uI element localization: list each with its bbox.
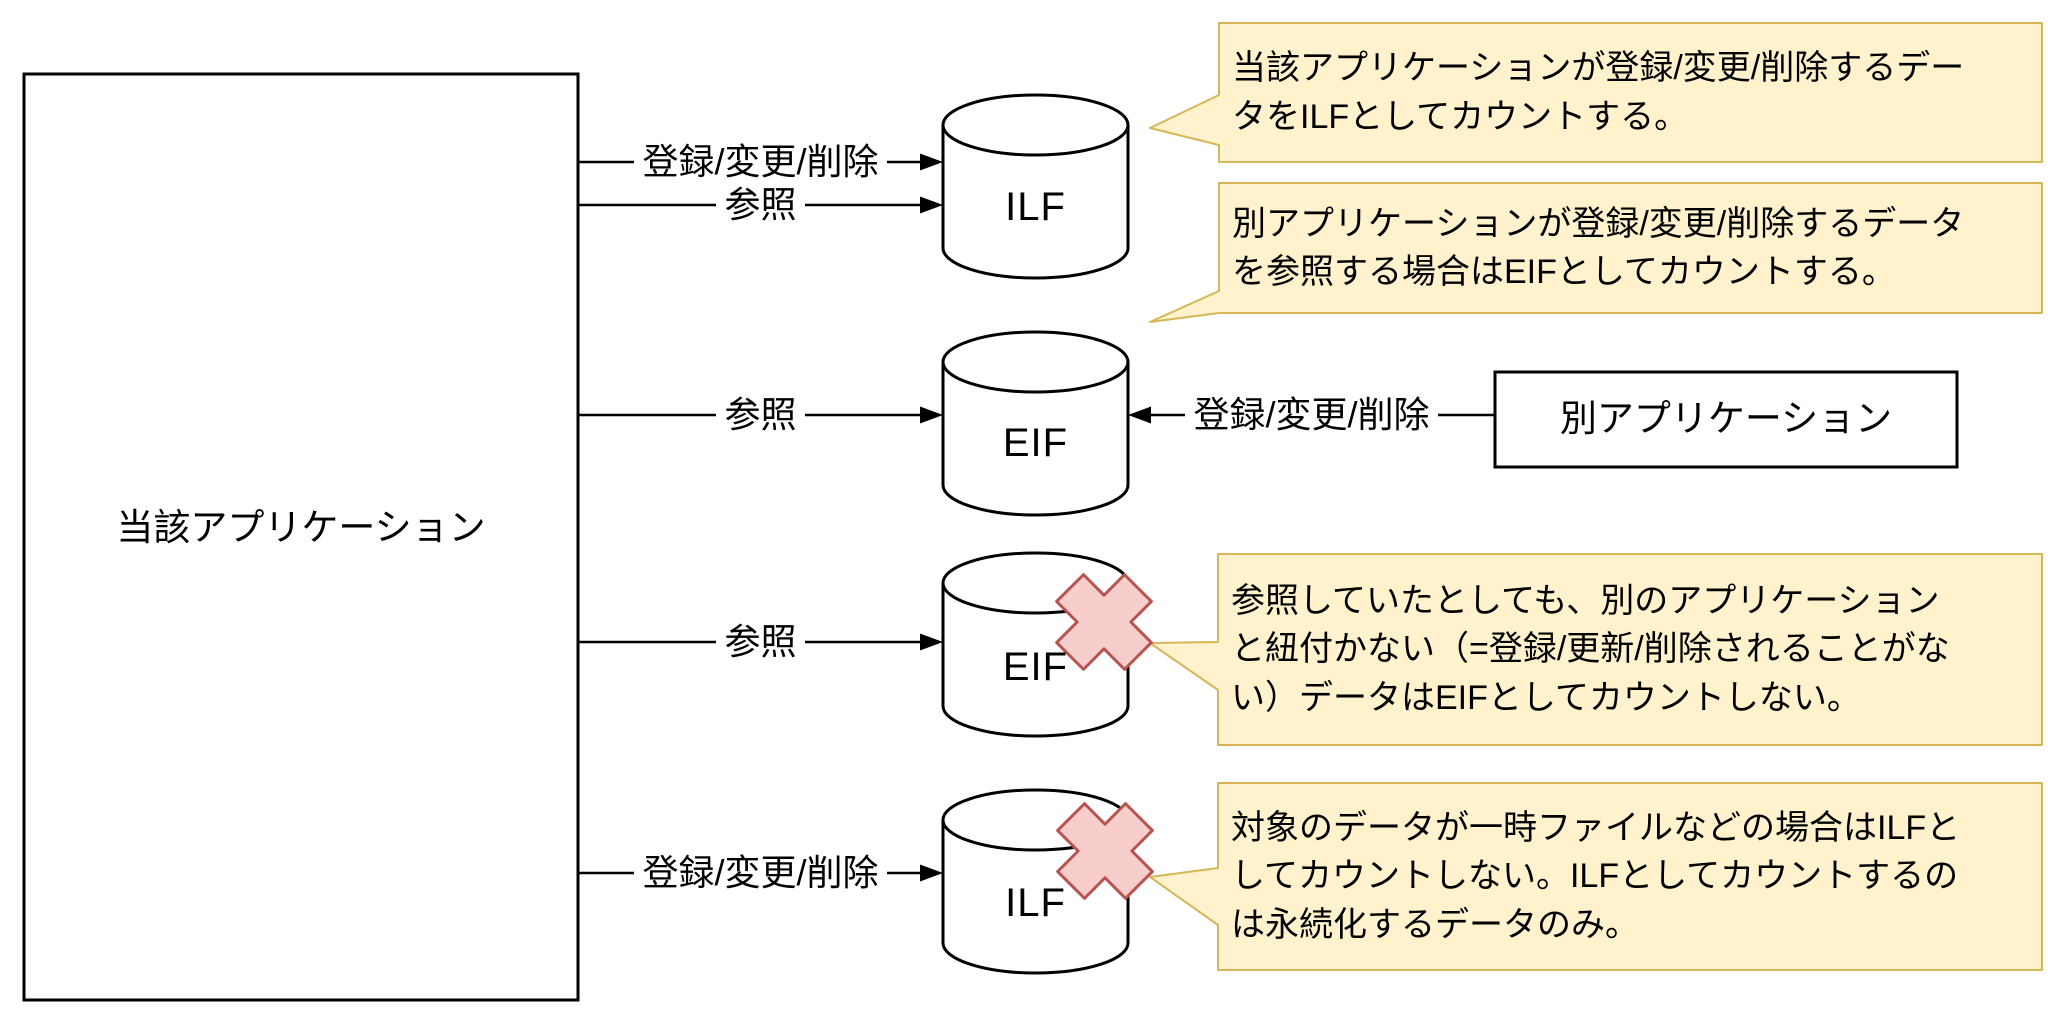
main-app-box [22, 72, 580, 1002]
callout-1-bubble [1149, 22, 2043, 163]
callout-3-bubble [1149, 553, 2043, 746]
datastore-label-eif-1: EIF [1002, 420, 1069, 465]
other-app-box [1493, 370, 1959, 469]
datastore-label-ilf-2: ILF [1005, 880, 1066, 925]
datastore-label-ilf-1: ILF [1005, 184, 1066, 229]
x-mark-icon [1055, 573, 1153, 671]
other-app-label: 別アプリケーション [1559, 398, 1893, 440]
callout-4-text: 対象のデータが一時ファイルなどの場合はILFと してカウントしない。ILFとして… [1231, 809, 1961, 944]
callout-2-bubble [1149, 182, 2043, 323]
edge-label-row1-register: 登録/変更/削除 [578, 140, 943, 184]
edge-label-row2-register: 登録/変更/削除 [1128, 393, 1495, 437]
edge-label-row2-reference: 参照 [578, 393, 943, 437]
callout-3-text: 参照していたとしても、別のアプリケーション と紐付かない（=登録/更新/削除され… [1231, 582, 1950, 717]
callout-1-text: 当該アプリケーションが登録/変更/削除するデー タをILFとしてカウントする。 [1232, 49, 1965, 136]
callout-4-bubble [1149, 782, 2043, 971]
x-mark-icon [1056, 802, 1154, 900]
datastore-cylinder-ilf-1 [941, 93, 1130, 280]
edge-label-row4-register: 登録/変更/削除 [578, 851, 943, 895]
edge-label-row3-reference: 参照 [578, 620, 943, 664]
datastore-cylinder-eif-1 [941, 330, 1130, 517]
callout-2-text: 別アプリケーションが登録/変更/削除するデータ を参照する場合はEIFとしてカウ… [1232, 204, 1965, 291]
main-app-label: 当該アプリケーション [116, 506, 486, 548]
datastore-label-eif-2: EIF [1002, 644, 1069, 689]
edge-label-row1-reference: 参照 [578, 183, 943, 227]
